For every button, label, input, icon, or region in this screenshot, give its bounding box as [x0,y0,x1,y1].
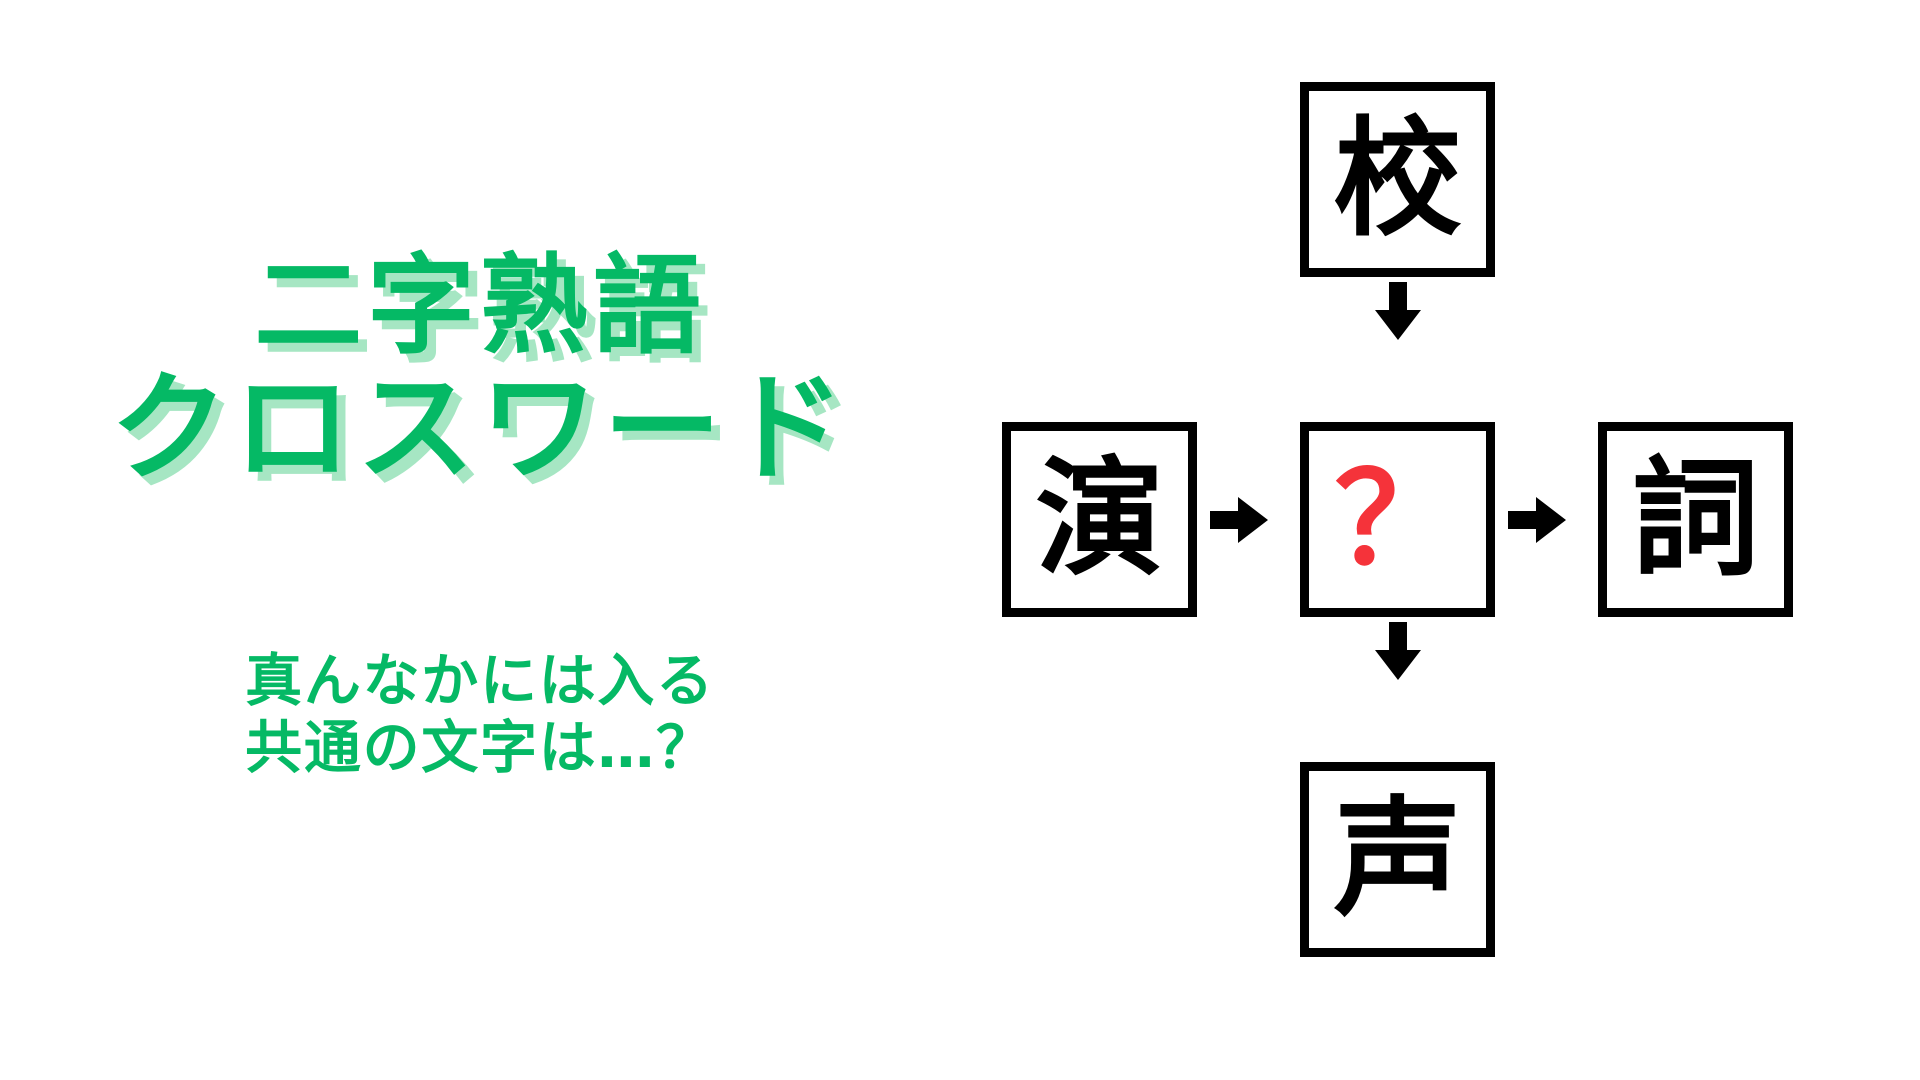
subtitle-line-1: 真んなかには入る [245,648,715,714]
arrow-down-icon-top [1368,282,1428,342]
cell-top-kanji[interactable]: 校 [1300,82,1495,277]
page-title: 二字熟語 クロスワード [0,244,960,498]
cell-right-kanji[interactable]: 詞 [1598,422,1793,617]
subtitle-line-2: 共通の文字は…？ [245,714,715,781]
cell-center-question-mark: ？ [1334,445,1461,593]
cell-bottom-glyph: 声 [1333,784,1462,934]
subtitle: 真んなかには入る 共通の文字は…？ [0,648,960,781]
cell-top-glyph: 校 [1333,104,1462,254]
cell-center-answer[interactable]: ？ [1300,422,1495,617]
crossword-diagram: 校 演 ？ 詞 [960,0,1920,1080]
arrow-right-icon-left [1210,490,1270,550]
title-panel: 二字熟語 クロスワード 真んなかには入る 共通の文字は…？ [0,244,960,781]
cell-bottom-kanji[interactable]: 声 [1300,762,1495,957]
cell-right-glyph: 詞 [1631,444,1760,594]
arrow-right-icon-center [1508,490,1568,550]
arrow-down-icon-bottom [1368,622,1428,682]
cell-left-kanji[interactable]: 演 [1002,422,1197,617]
cell-left-glyph: 演 [1035,444,1164,594]
title-line-1: 二字熟語 [254,244,706,369]
title-line-2: クロスワード [110,359,850,498]
